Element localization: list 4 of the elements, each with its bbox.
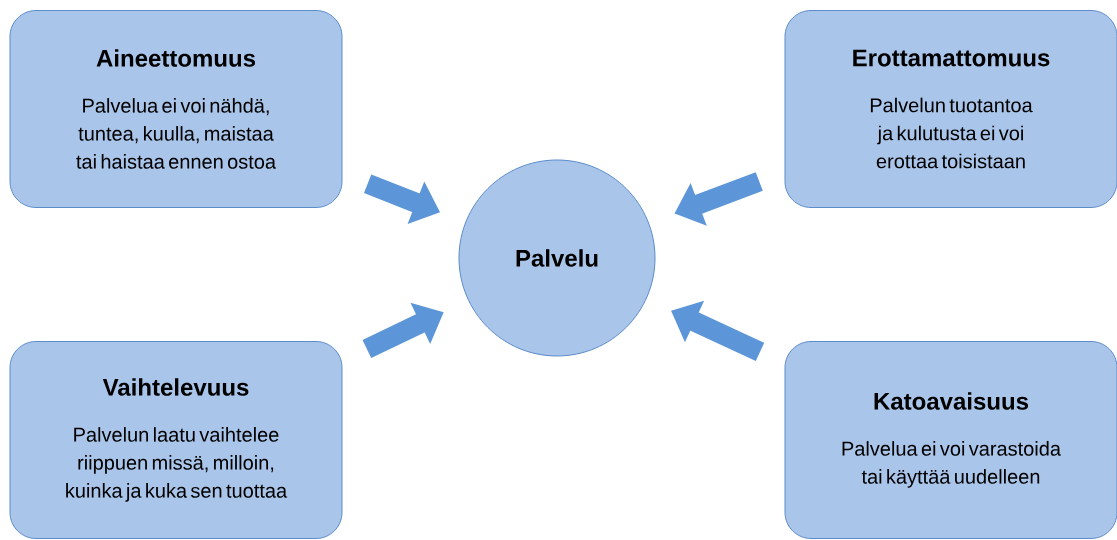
feature-box: Vaihtelevuus Palvelun laatu vaihtelee riippuen missä, milloin, kuinka ja kuka sen tuottaa <box>9 341 343 539</box>
feature-box: Katoavaisuus Palvelua ei voi varastoida tai käyttää uudelleen <box>784 341 1117 539</box>
feature-box: Aineettomuus Palvelua ei voi nähdä, tuntea, kuulla, maistaa tai haistaa ennen ostoa <box>9 10 343 208</box>
feature-box: Erottamattomuus Palvelun tuotantoa ja kulutusta ei voi erottaa toisistaan <box>784 10 1117 208</box>
